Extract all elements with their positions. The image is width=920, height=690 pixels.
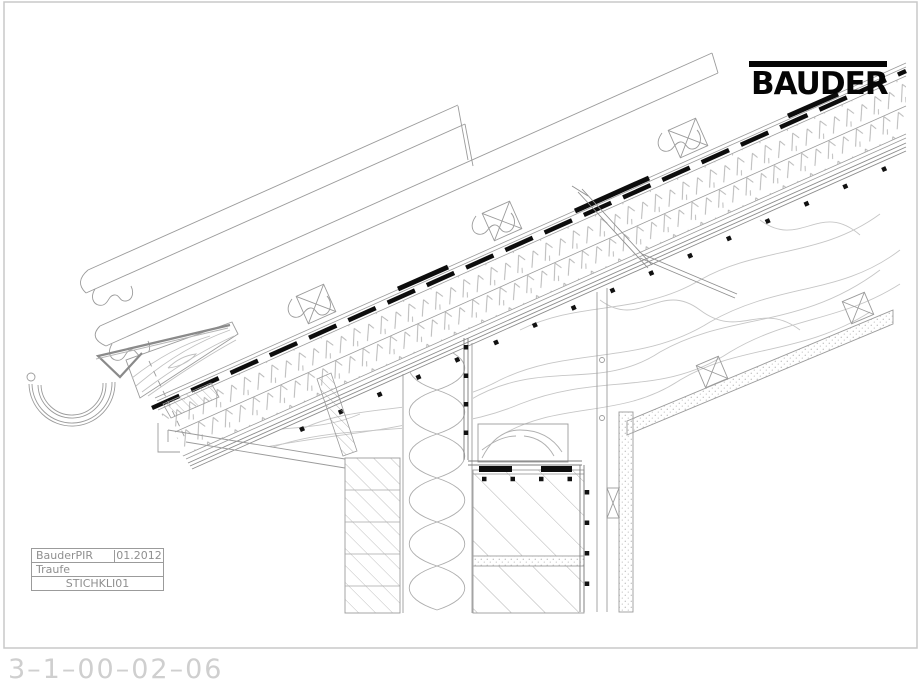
membrane-seal-bars	[479, 466, 572, 472]
revision-date: 01.2012	[114, 549, 163, 562]
eave-wedge	[125, 321, 239, 399]
product-name: BauderPIR	[36, 549, 94, 562]
logo-top-bar	[749, 61, 887, 67]
title-block-row-detail: Traufe	[32, 563, 163, 577]
sheet-border	[3, 1, 918, 649]
logo-text: BAUDER	[751, 66, 889, 102]
roof-boarding	[187, 142, 907, 470]
soffit	[167, 429, 346, 469]
inner-masonry	[472, 469, 585, 614]
title-block: BauderPIR 01.2012 Traufe STICHKLI01	[31, 548, 164, 591]
wall-lining	[618, 411, 634, 613]
pir-insulation-lower	[175, 106, 906, 456]
fastener-screws	[571, 185, 738, 299]
stud-post	[596, 288, 608, 612]
detail-code: STICHKLI01	[65, 577, 130, 590]
gutter	[26, 372, 116, 427]
cavity-boundaries	[402, 343, 473, 613]
hatch-wedges	[162, 372, 358, 457]
airtight-membrane	[463, 338, 585, 612]
pir-insulation-upper	[158, 76, 906, 432]
title-block-row-code: STICHKLI01	[32, 577, 163, 590]
lining-battens	[606, 291, 875, 519]
roof-tiles	[80, 52, 719, 361]
title-block-row-product: BauderPIR 01.2012	[32, 549, 163, 563]
pir-insulation	[158, 76, 906, 456]
ceiling-lining	[626, 309, 894, 436]
drawing-number: 3–1–00–02–06	[8, 654, 224, 685]
wallplate-timber	[477, 423, 569, 463]
outer-masonry	[344, 457, 401, 614]
bauder-logo: BAUDER	[749, 61, 889, 102]
eave-flashing	[95, 323, 231, 453]
cavity-insulation	[408, 345, 466, 611]
tile-interlock	[287, 295, 331, 318]
membrane-dashed-line	[151, 68, 907, 411]
tile-battens	[295, 117, 709, 325]
membrane-fix-bars	[396, 91, 840, 292]
detail-name: Traufe	[36, 563, 70, 576]
